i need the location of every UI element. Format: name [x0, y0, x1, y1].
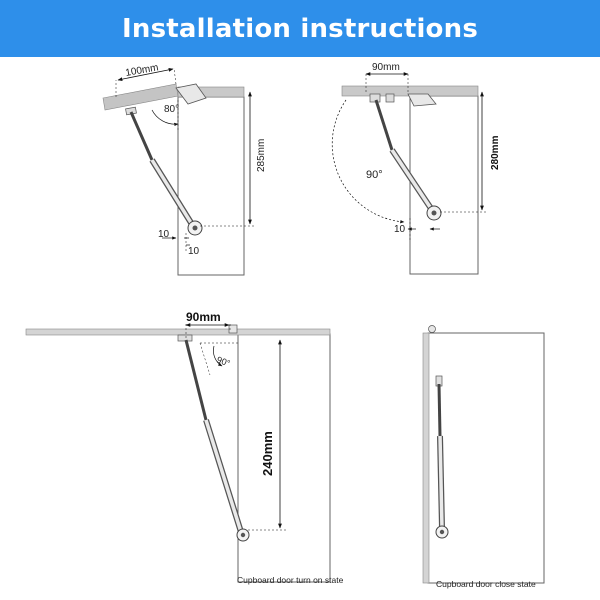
door-bracket-2 — [369, 93, 381, 103]
diagram-2-open-90: 90mm 90° 280mm 10 — [331, 62, 501, 275]
cabinet-top-1 — [177, 86, 245, 98]
gas-strut-rod-1 — [129, 111, 154, 161]
d1-width-label: 100mm — [125, 62, 160, 79]
d2-width-label: 90mm — [372, 62, 400, 73]
gas-strut-rod-4 — [437, 383, 442, 437]
banner-title: Installation instructions — [121, 13, 479, 44]
diagram-1-open-80: 100mm 80° 285mm 10 10 — [102, 62, 267, 276]
d1-offset-x-label: 10 — [158, 229, 170, 240]
d1-height-label: 285mm — [256, 139, 267, 172]
d3-angle-label: 90° — [215, 354, 232, 368]
hinge-4 — [428, 325, 436, 333]
d2-offset-label: 10 — [394, 224, 406, 235]
hinge-1 — [175, 83, 207, 105]
diagram-3-open-state: 90mm 90° 240mm Cupboard door turn on sta… — [25, 310, 344, 585]
d2-angle-label: 90° — [366, 169, 383, 181]
d3-width-label: 90mm — [186, 310, 221, 324]
door-panel-3 — [25, 328, 331, 336]
door-bracket-3 — [177, 334, 193, 342]
cabinet-body-4 — [427, 332, 545, 584]
cabinet-body-2 — [409, 95, 479, 275]
d4-caption: Cupboard door close state — [436, 579, 536, 589]
cabinet-body-3 — [237, 333, 331, 583]
door-panel-4 — [422, 332, 430, 584]
title-banner: Installation instructions — [0, 0, 600, 57]
gas-strut-rod-3 — [184, 339, 208, 421]
hinge-3 — [228, 324, 238, 334]
d1-offset-y-label: 10 — [188, 246, 200, 257]
d1-angle-label: 80° — [164, 104, 179, 115]
door-panel-1 — [102, 83, 179, 111]
d2-height-label: 280mm — [490, 135, 501, 170]
diagram-4-closed-state: Cupboard door close state — [422, 325, 545, 589]
d3-height-label: 240mm — [260, 431, 275, 476]
hinge-2 — [407, 93, 437, 107]
gas-strut-rod-2 — [374, 99, 394, 151]
d3-caption: Cupboard door turn on state — [237, 575, 344, 585]
